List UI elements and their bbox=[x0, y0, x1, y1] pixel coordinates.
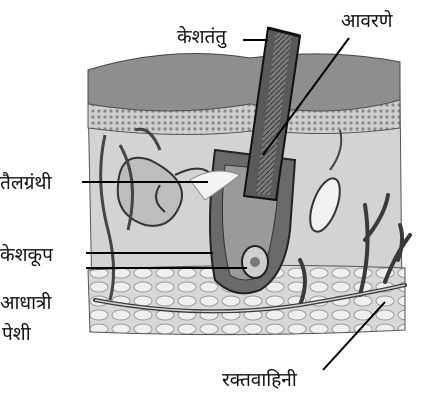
label-hair: केशतंतु bbox=[177, 26, 226, 48]
epidermis bbox=[88, 54, 400, 112]
label-follicle: केशकूप bbox=[0, 244, 53, 266]
label-tissue-line1: आधात्री bbox=[0, 292, 51, 314]
label-sheath: आवरणे bbox=[341, 10, 393, 32]
label-blood-vessel: रक्तवाहिनी bbox=[222, 369, 297, 391]
label-tissue-line2: पेशी bbox=[2, 323, 31, 345]
label-sebaceous-gland: तैलग्रंथी bbox=[0, 172, 52, 194]
